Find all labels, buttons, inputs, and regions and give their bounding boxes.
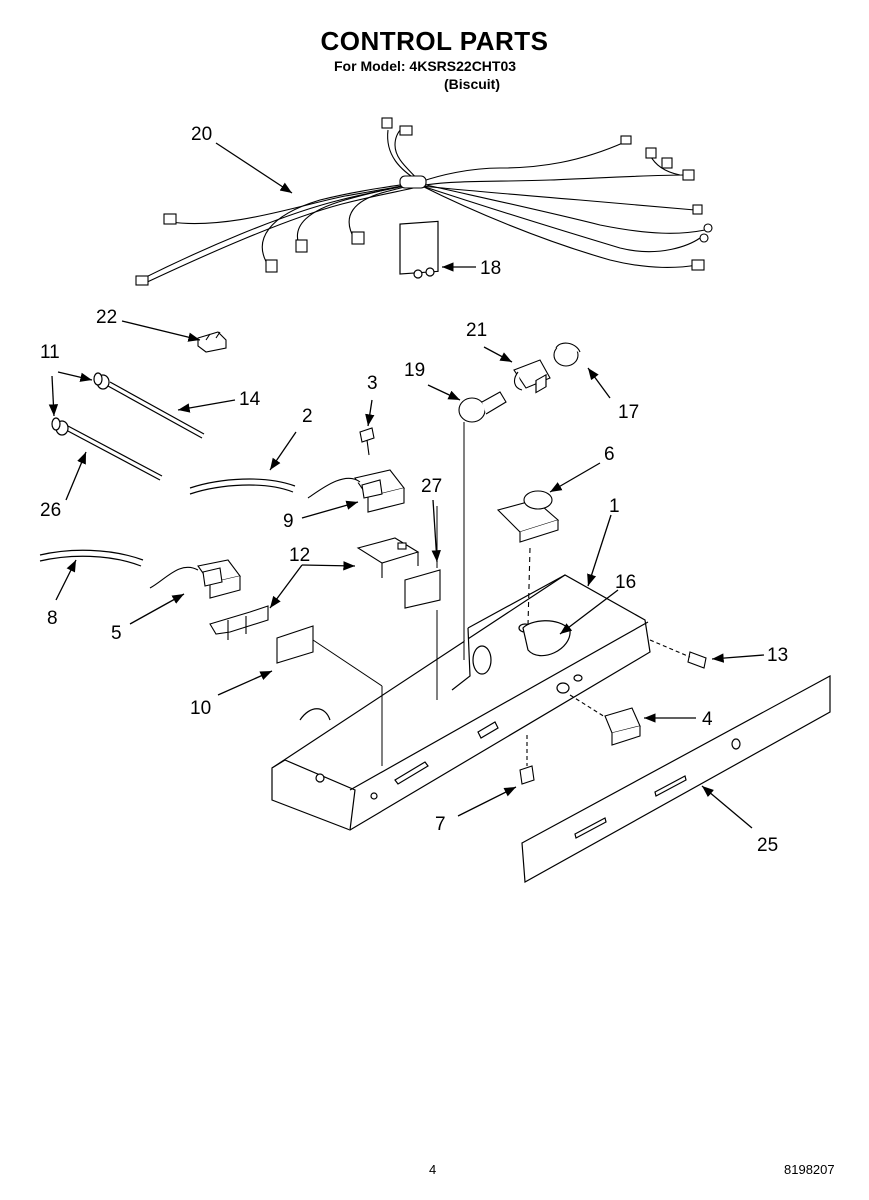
callout-11: 11 [40,342,60,363]
callout-3: 3 [367,373,378,394]
wire-harness-part [139,127,706,285]
callout-21: 21 [466,320,487,341]
callout-9: 9 [283,511,294,532]
callout-6: 6 [604,444,615,465]
callout-8: 8 [47,608,58,629]
model-line: For Model: 4KSRS22CHT03 [334,58,517,74]
callout-18: 18 [480,258,501,279]
callout-20: 20 [191,124,212,145]
part-3-screw [359,427,375,456]
document-number: 8198207 [784,1162,835,1177]
part-6-control [496,490,560,543]
part-18-pad [399,220,439,279]
callout-14: 14 [239,389,261,410]
small-hardware [519,547,707,785]
part-22-clip [197,331,227,353]
callout-4: 4 [702,709,713,730]
page-title: CONTROL PARTS [320,26,549,56]
callout-17: 17 [618,402,639,423]
callout-22: 22 [96,307,117,328]
callout-26: 26 [40,500,61,521]
callout-1: 1 [609,496,620,517]
callout-arrows [48,142,765,829]
color-line: (Biscuit) [444,76,500,92]
callout-13: 13 [767,645,788,666]
callout-2: 2 [302,406,313,427]
callout-5: 5 [111,623,122,644]
part-5-switch [149,559,241,599]
leader-lines [312,422,465,766]
page-number: 4 [429,1162,437,1177]
part-9-switch [307,469,405,513]
control-housing [271,373,651,831]
callout-numbers: 20 18 22 21 11 14 3 19 17 2 6 27 26 9 1 … [40,124,788,856]
label-plates [276,569,441,664]
callout-25: 25 [757,835,778,856]
probe-tubes [51,372,205,481]
light-assembly [458,342,581,423]
tubing-parts [39,478,296,567]
callout-7: 7 [435,814,446,835]
callout-16: 16 [615,572,636,593]
callout-10: 10 [190,698,211,719]
callout-12: 12 [289,545,310,566]
callout-27: 27 [421,476,442,497]
callout-19: 19 [404,360,425,381]
harness-connectors [135,117,713,286]
part-25-trim [521,674,831,883]
part-12-brackets [209,537,420,640]
